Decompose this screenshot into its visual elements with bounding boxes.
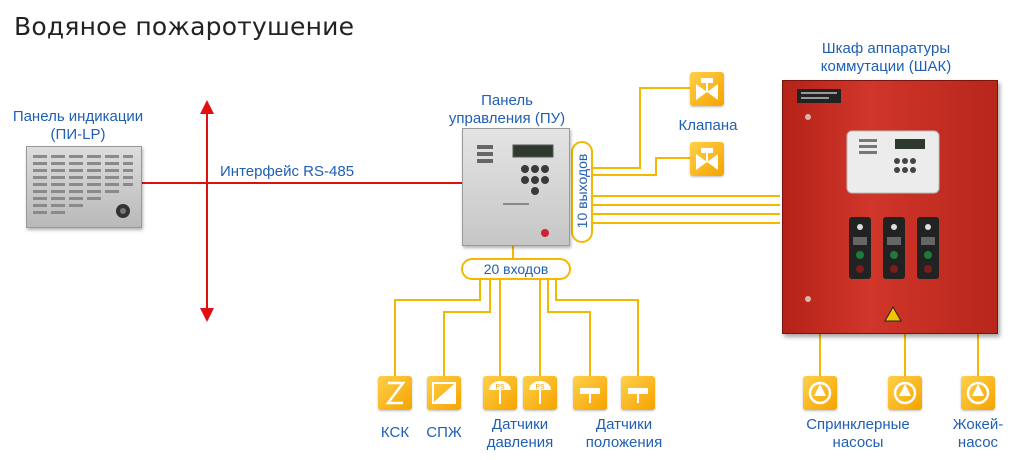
spzh-label: СПЖ xyxy=(426,424,462,441)
sprinkler-label-line2: насосы xyxy=(832,434,884,451)
ksk-label: КСК xyxy=(380,424,410,441)
pressure-label-line2: давления xyxy=(486,434,554,451)
valves-label: Клапана xyxy=(678,117,738,134)
arrow-up-icon xyxy=(200,100,214,114)
valve-icon xyxy=(690,142,724,176)
valve-icon xyxy=(690,72,724,106)
ksk-icon xyxy=(378,376,412,410)
control-panel-device xyxy=(462,128,570,246)
cabinet-face-icon xyxy=(797,89,940,322)
position-sensor-icon xyxy=(621,376,655,410)
jockey-label-line1: Жокей- xyxy=(952,416,1004,433)
jockey-pump-icon xyxy=(961,376,995,410)
pressure-sensors-label: Датчики давления xyxy=(478,416,562,452)
position-label-line1: Датчики xyxy=(595,416,653,433)
spzh-icon xyxy=(427,376,461,410)
jockey-label-line2: насос xyxy=(957,434,999,451)
outputs-label: 10 выходов xyxy=(574,153,590,229)
indication-panel-label-line1: Панель индикации xyxy=(12,108,144,125)
control-panel-label: Панель управления (ПУ) xyxy=(432,92,582,128)
jockey-pump-label: Жокей- насос xyxy=(948,416,1008,452)
pressure-sensor-icon: PS xyxy=(483,376,517,410)
control-panel-face-icon xyxy=(477,144,554,237)
sprinkler-label-line1: Спринклерные xyxy=(806,416,910,433)
indication-panel-label-line2: (ПИ-LP) xyxy=(50,126,106,143)
sprinkler-pumps-label: Спринклерные насосы xyxy=(798,416,918,452)
position-sensor-icon xyxy=(573,376,607,410)
page-title: Водяное пожаротушение xyxy=(14,12,355,41)
inputs-pill xyxy=(461,258,571,280)
arrow-down-icon xyxy=(200,308,214,322)
outputs-pill xyxy=(571,141,593,243)
pressure-label-line1: Датчики xyxy=(491,416,549,433)
pump-icon xyxy=(888,376,922,410)
cabinet-label: Шкаф аппаратуры коммутации (ШАК) xyxy=(796,40,976,76)
position-sensors-label: Датчики положения xyxy=(578,416,670,452)
indication-panel-label: Панель индикации (ПИ-LP) xyxy=(0,108,156,144)
cabinet-label-line1: Шкаф аппаратуры xyxy=(821,40,951,57)
pump-control-columns xyxy=(849,217,939,279)
control-panel-label-line2: управления (ПУ) xyxy=(448,110,566,127)
cabinet-device xyxy=(782,80,998,334)
inputs-label: 20 входов xyxy=(483,261,549,277)
pressure-sensor-icon: PS xyxy=(523,376,557,410)
valve-wires xyxy=(590,87,780,224)
pump-wires xyxy=(819,332,979,376)
ps-text: PS xyxy=(495,384,505,391)
sensor-wires xyxy=(394,244,639,378)
control-panel-label-line1: Панель xyxy=(481,92,533,109)
position-label-line2: положения xyxy=(585,434,663,451)
pump-icon xyxy=(803,376,837,410)
interface-label: Интерфейс RS-485 xyxy=(220,163,355,180)
indication-panel-device xyxy=(26,146,142,228)
warning-icon xyxy=(884,305,902,322)
ps-text: PS xyxy=(535,384,545,391)
indication-grid-icon xyxy=(33,155,133,218)
cabinet-label-line2: коммутации (ШАК) xyxy=(820,58,952,75)
